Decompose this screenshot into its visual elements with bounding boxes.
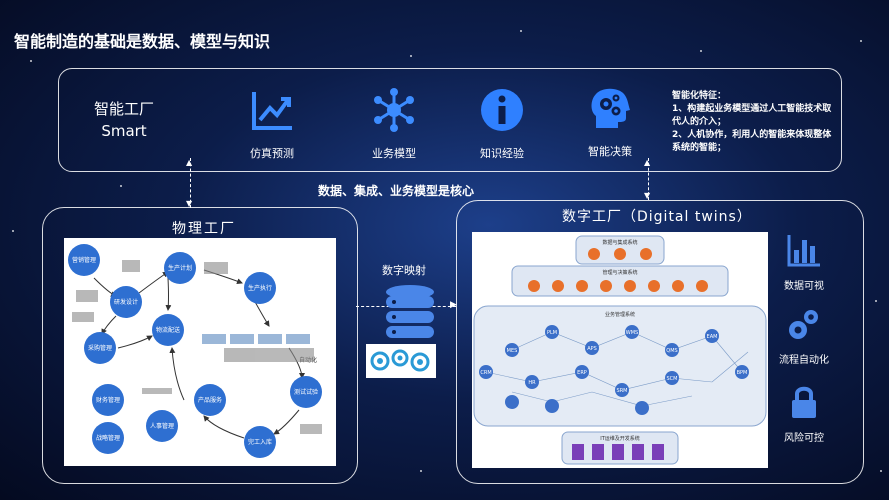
node-label: BPM bbox=[737, 370, 748, 376]
characteristic-item: 2、人机协作，利用人的智能来体现整体系统的智能； bbox=[672, 130, 832, 153]
side-item-label: 风险可控 bbox=[784, 433, 824, 444]
bar-chart-icon bbox=[787, 235, 820, 267]
physical-factory-panel bbox=[42, 207, 358, 484]
database-icon bbox=[386, 285, 434, 338]
feature-simulation: 仿真预测 bbox=[232, 86, 312, 161]
characteristics-box: 智能化特征： 1、构建起业务模型通过人工智能技术取代人的介入； 2、人机协作，利… bbox=[672, 90, 832, 155]
side-item-risk: 风险可控 bbox=[764, 384, 844, 444]
node-label: QMS bbox=[666, 348, 677, 354]
physical-factory-diagram: 营销管理 研发设计 生产计划 生产执行 采购管理 物流配送 财务管理 人事管理 … bbox=[64, 238, 336, 466]
feature-label: 智能决策 bbox=[588, 145, 632, 158]
arrow-right-icon: ▶ bbox=[450, 300, 457, 310]
node-label: SCM bbox=[667, 376, 678, 382]
connector-left bbox=[190, 158, 191, 208]
layer-label: IT运维及开发系统 bbox=[600, 435, 640, 442]
core-caption: 数据、集成、业务模型是核心 bbox=[318, 184, 475, 198]
network-icon bbox=[374, 88, 414, 132]
side-item-label: 数据可视 bbox=[784, 281, 824, 292]
gears-icon bbox=[789, 310, 818, 339]
feature-label: 业务模型 bbox=[372, 147, 416, 160]
lock-icon bbox=[792, 386, 816, 418]
side-item-automation: 流程自动化 bbox=[764, 306, 844, 366]
head-gears-icon bbox=[591, 88, 630, 128]
layer-label: 业务管理系统 bbox=[605, 311, 635, 318]
digital-mapping-label: 数字映射 bbox=[382, 264, 426, 277]
node-label: 测试试验 bbox=[294, 388, 318, 396]
node-label: 生产执行 bbox=[248, 284, 272, 292]
node-label: 物流配送 bbox=[156, 326, 180, 334]
node-label: 产品服务 bbox=[198, 396, 222, 404]
node-label: ERP bbox=[577, 370, 587, 376]
node-label: 研发设计 bbox=[114, 298, 138, 306]
node-label: 采购管理 bbox=[88, 344, 112, 352]
node-label: 营销管理 bbox=[72, 256, 96, 264]
smart-factory-panel bbox=[58, 68, 842, 172]
arrow-up-icon: ▲ bbox=[186, 158, 193, 167]
smart-factory-label: 智能工厂 Smart bbox=[94, 98, 154, 142]
feature-business-model: 业务模型 bbox=[354, 86, 434, 161]
layer-label: 管理与决策系统 bbox=[602, 269, 637, 276]
node-label: 完工入库 bbox=[248, 438, 272, 446]
feature-label: 仿真预测 bbox=[250, 147, 294, 160]
smart-factory-label-cn: 智能工厂 bbox=[94, 100, 155, 118]
node-label: EAM bbox=[707, 334, 718, 340]
node-label: 生产计划 bbox=[168, 264, 192, 272]
node-label: PLM bbox=[547, 330, 557, 336]
node-label: 人事管理 bbox=[150, 422, 174, 430]
node-label: CRM bbox=[480, 370, 491, 376]
info-icon bbox=[481, 89, 523, 131]
arrow-down-icon: ▼ bbox=[186, 199, 193, 208]
characteristics-title: 智能化特征： bbox=[672, 91, 727, 101]
connector-right bbox=[648, 158, 649, 200]
layer-label: 数据与集成系统 bbox=[602, 239, 637, 246]
arrow-down-icon: ▼ bbox=[644, 191, 651, 200]
digital-factory-title: 数字工厂（Digital twins） bbox=[562, 209, 752, 225]
side-item-label: 流程自动化 bbox=[779, 355, 829, 366]
node-label: SRM bbox=[617, 388, 628, 394]
feature-label: 知识经验 bbox=[480, 147, 524, 160]
node-label: WMS bbox=[626, 330, 638, 336]
node-label: MES bbox=[507, 348, 518, 354]
physical-factory-title: 物理工厂 bbox=[172, 221, 236, 237]
node-label: 财务管理 bbox=[96, 396, 120, 404]
node-label: HR bbox=[528, 380, 536, 386]
arrow-up-icon: ▲ bbox=[644, 158, 651, 167]
smart-factory-label-en: Smart bbox=[101, 122, 147, 140]
node-label: APS bbox=[587, 346, 597, 352]
node-label: 战略管理 bbox=[96, 434, 120, 442]
side-item-visualization: 数据可视 bbox=[764, 232, 844, 292]
page-title: 智能制造的基础是数据、模型与知识 bbox=[14, 32, 271, 51]
characteristic-item: 1、构建起业务模型通过人工智能技术取代人的介入； bbox=[672, 104, 832, 127]
digital-factory-diagram: 数据与集成系统 管理与决策系统 业务管理系统 CRM MES PLM APS W… bbox=[472, 232, 768, 468]
digital-factory-panel bbox=[456, 200, 864, 484]
feature-knowledge: 知识经验 bbox=[462, 86, 542, 161]
gears-icon bbox=[366, 344, 436, 378]
line-chart-icon bbox=[252, 92, 292, 130]
feature-decision: 智能决策 bbox=[570, 84, 650, 159]
